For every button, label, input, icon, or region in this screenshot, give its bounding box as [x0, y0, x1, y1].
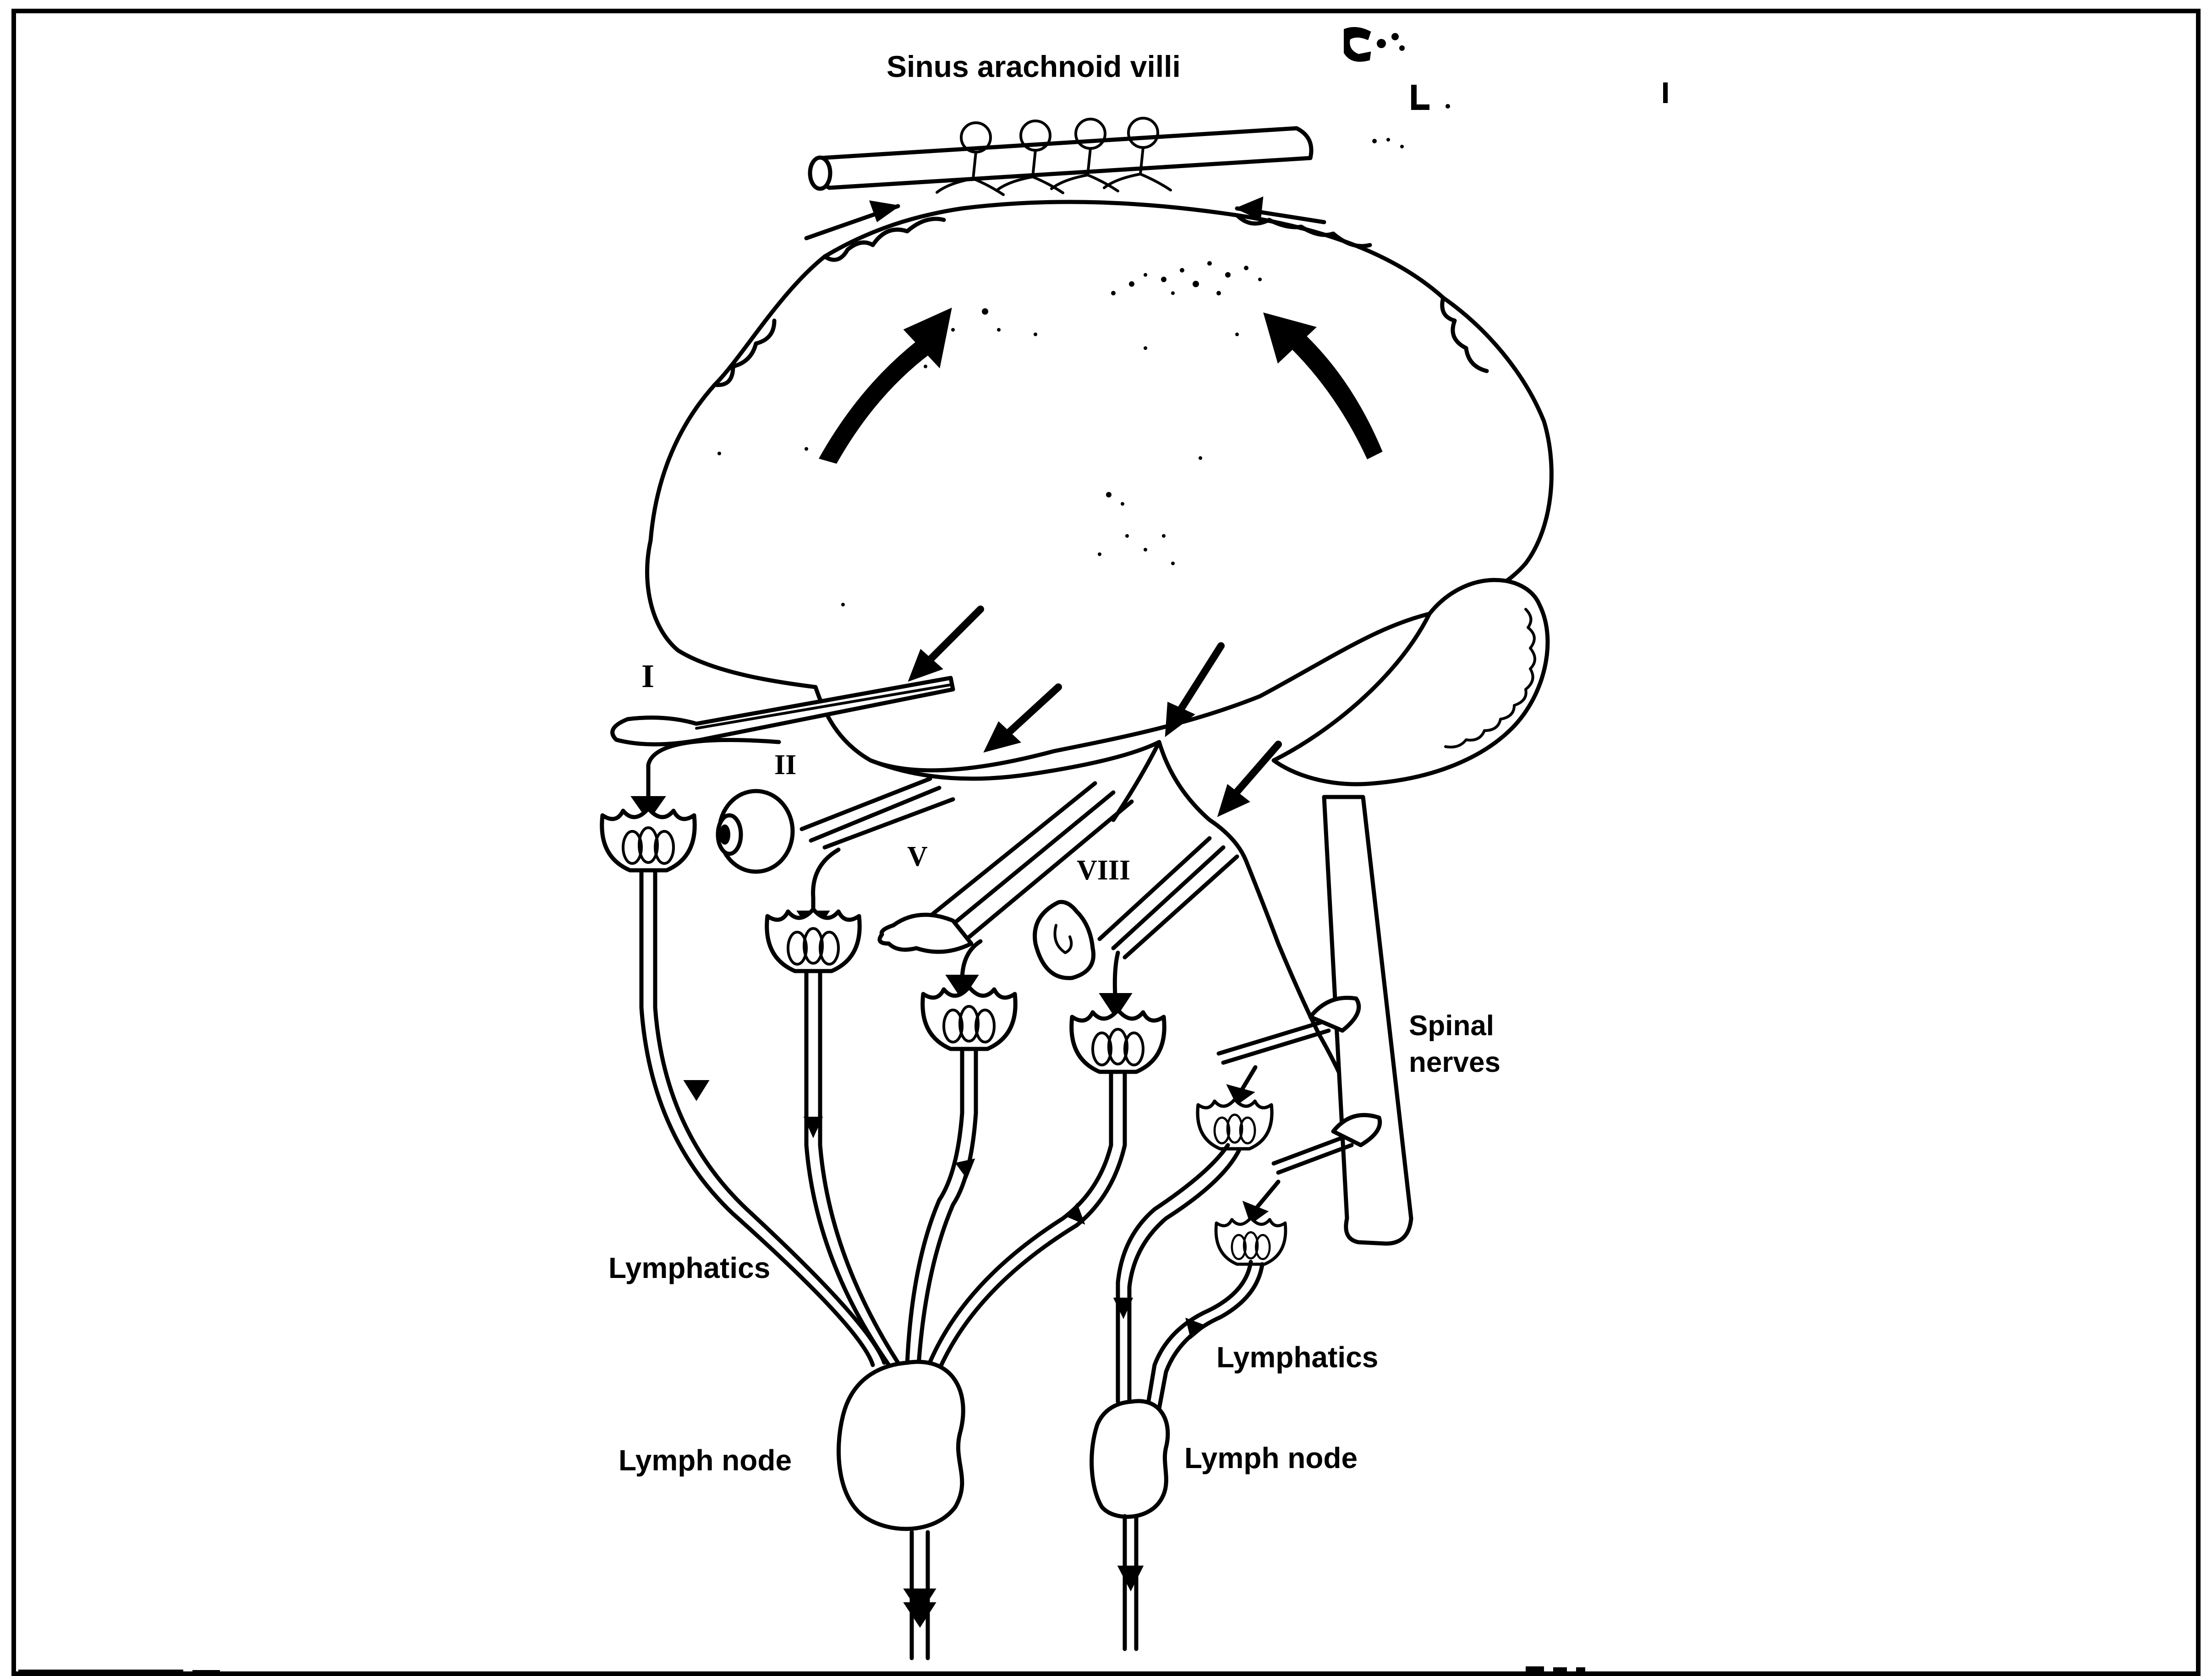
lymph-plexus-1 — [602, 808, 695, 870]
lymph-node-label-right: Lymph node — [1184, 1441, 1358, 1474]
nerve-label-viii: VIII — [1077, 855, 1130, 886]
lymph-plexus-5 — [1198, 1099, 1272, 1149]
lymph-plexus-3 — [923, 987, 1016, 1049]
lymph-plexus-4 — [1072, 1010, 1165, 1072]
eye-icon — [718, 791, 793, 872]
nerve-label-i: I — [641, 658, 654, 694]
sinus-label: Sinus arachnoid villi — [887, 49, 1181, 83]
lymphatics-label-left: Lymphatics — [608, 1251, 770, 1284]
nerve-label-v: V — [907, 841, 928, 872]
ear-icon — [1035, 902, 1094, 978]
sinus-vessel — [810, 128, 1311, 189]
nerve-label-ii: II — [774, 749, 796, 781]
lymph-node-left — [838, 1362, 963, 1529]
spinal-nerves-label-line1: Spinal — [1409, 1010, 1494, 1042]
lymph-node-right — [1092, 1401, 1168, 1517]
lymph-plexus-2 — [767, 909, 860, 971]
optic-nerve — [802, 779, 953, 847]
lymph-plexus-6 — [1216, 1218, 1286, 1264]
spinal-nerves-label-line2: nerves — [1409, 1047, 1500, 1078]
lymphatics-label-right: Lymphatics — [1216, 1341, 1378, 1374]
lymph-node-label-left: Lymph node — [619, 1444, 792, 1477]
scan-artifacts — [1345, 28, 1668, 148]
efferent-vessels — [905, 1516, 1142, 1658]
